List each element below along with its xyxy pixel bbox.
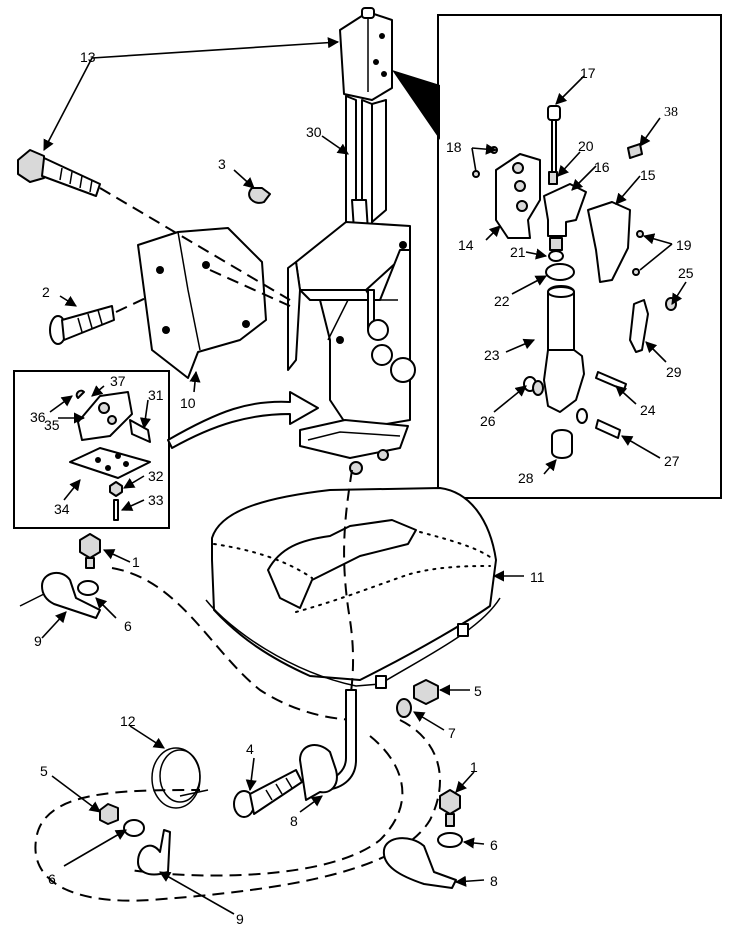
mount-pointer-arrow [167,391,319,449]
nut-part-5-right [413,679,439,705]
leader-lines [41,37,687,915]
inset-pointer [392,70,440,140]
callout-labels: 13 3 30 2 10 18 17 20 16 15 38 14 21 19 … [30,49,694,925]
washer-part-7 [396,698,412,718]
detail-inset-box [437,14,722,499]
callout-6-right: 6 [490,837,498,853]
callout-22: 22 [494,293,510,309]
callout-23: 23 [484,347,500,363]
callout-8-right: 8 [490,873,498,889]
callout-37: 37 [110,373,126,389]
callout-24: 24 [640,402,656,418]
callout-18: 18 [446,139,462,155]
callout-26: 26 [480,413,496,429]
callout-1-lower: 1 [470,759,478,775]
bolt-part-1-right [439,789,461,827]
callout-17: 17 [580,65,596,81]
mount-detail-parts [69,389,151,521]
bolt-part-2 [49,295,151,345]
callout-27: 27 [664,453,680,469]
callout-15: 15 [640,167,656,183]
callout-38: 38 [664,105,678,120]
shifter-cover [205,487,501,689]
callout-16: 16 [594,159,610,175]
mount-inset-box [13,370,170,529]
callout-5-right: 5 [474,683,482,699]
callout-35: 35 [44,417,60,433]
callout-3: 3 [218,156,226,172]
callout-33: 33 [148,492,164,508]
callout-5-left: 5 [40,763,48,779]
cable-clip-center [299,744,338,801]
detail-parts [472,105,677,459]
callout-28: 28 [518,470,534,486]
cable-clip-part-9-lower [137,829,171,876]
callout-32: 32 [148,468,164,484]
callout-6-upper: 6 [124,618,132,634]
washer-part-6-right [437,832,463,848]
callout-20: 20 [578,138,594,154]
callout-9-lower: 9 [236,911,244,925]
mounting-plate [137,227,267,379]
bolt-part-4 [233,769,303,818]
shift-cable-route [34,469,441,902]
callout-25: 25 [678,265,694,281]
callout-11: 11 [530,569,545,585]
shifter-bracket [287,221,416,475]
callout-7: 7 [448,725,456,741]
washer-part-6-left [77,580,99,596]
callout-30: 30 [306,124,322,140]
bolt-part-1-left [79,533,101,569]
callout-14: 14 [458,237,474,253]
nut-part-5-left [99,803,119,825]
callout-31: 31 [148,387,164,403]
callout-8-center: 8 [290,813,298,829]
callout-12: 12 [120,713,136,729]
hose-clamp-part-12 [151,747,209,809]
callout-36: 36 [30,409,46,425]
lock-washer-part-3 [248,187,271,204]
callout-4: 4 [246,741,254,757]
bolt-part-13 [17,149,291,301]
callout-10: 10 [180,395,196,411]
callout-34: 34 [54,501,70,517]
callout-1-upper: 1 [132,554,140,570]
callout-9-upper: 9 [34,633,42,649]
callout-21: 21 [510,244,526,260]
callout-6-lower: 6 [48,871,56,887]
callout-13: 13 [80,49,96,65]
callout-19: 19 [676,237,692,253]
callout-29: 29 [666,364,682,380]
callout-2: 2 [42,284,50,300]
washer-part-6-lower [123,819,145,837]
